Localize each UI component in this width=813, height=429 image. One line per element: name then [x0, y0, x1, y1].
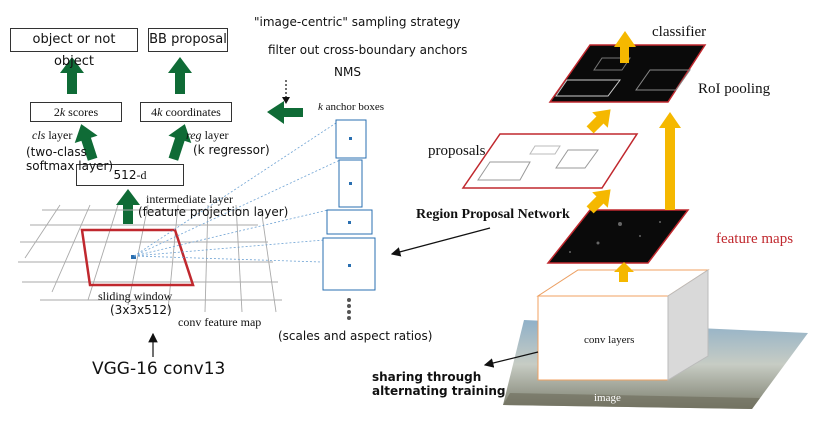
scores-num: 2 [53, 105, 60, 119]
sharing-arrow [483, 351, 539, 368]
arrow-512d-to-cls [74, 124, 98, 161]
image-label: image [594, 392, 621, 404]
bb-proposal-box: BB proposal [148, 28, 228, 52]
feature-map-grid [18, 204, 282, 313]
sliding-window [80, 228, 195, 287]
feature-maps-label: feature maps [716, 231, 794, 247]
arrow-coords-to-bb [168, 57, 192, 94]
cls-note-2: softmax layer) [26, 159, 114, 173]
scores-box: 2k scores [30, 102, 122, 122]
scales-caption: (scales and aspect ratios) [278, 329, 433, 343]
sampling-line-1: "image-centric" sampling strategy [254, 15, 461, 29]
proposals-label: proposals [428, 143, 486, 159]
feature-map-caption: conv feature map [178, 315, 262, 329]
window-center [131, 255, 136, 259]
arrow-window-to-512d [116, 189, 140, 224]
sliding-note: (3x3x512) [110, 303, 172, 317]
coords-num: 4 [151, 105, 158, 119]
proposals-plane [461, 133, 639, 189]
feature-dots [569, 221, 661, 253]
roi-label: RoI pooling [698, 81, 771, 97]
cls-caption: cls layer [32, 129, 72, 141]
anchor-rest: anchor boxes [322, 101, 384, 113]
cls-italic: cls [32, 128, 46, 142]
projection-lines [133, 122, 341, 263]
roi-plane [548, 44, 707, 103]
intermediate-main: 512 [113, 168, 137, 182]
vertical-ellipsis [347, 298, 351, 320]
vgg-label: VGG-16 conv13 [92, 359, 226, 379]
sampling-line-2: filter out cross-boundary anchors [268, 43, 468, 57]
intermediate-box: 512-d [76, 164, 184, 186]
scores-suffix: scores [65, 105, 99, 119]
intermediate-caption: intermediate layer [146, 192, 233, 206]
reg-caption: reg layer [186, 129, 229, 141]
arrow-512d-to-reg [168, 124, 192, 161]
intermediate-note: (feature projection layer) [138, 205, 289, 219]
intermediate-suffix: -d [136, 168, 147, 182]
conv-layers-label: conv layers [584, 334, 635, 346]
coords-k: k [157, 105, 163, 119]
classifier-label: classifier [652, 24, 707, 40]
bb-proposal-label: BB proposal [149, 32, 227, 47]
anchor-centers [348, 137, 352, 267]
reg-note: (k regressor) [193, 143, 270, 157]
reg-italic: reg [186, 128, 202, 142]
anchor-k: k [318, 101, 323, 113]
sharing-line-2: alternating training [372, 384, 506, 398]
rpn-arrow [390, 227, 491, 257]
scores-k: k [59, 105, 66, 119]
arrow-left-to-coords [267, 101, 303, 124]
sliding-caption: sliding window [98, 289, 173, 303]
feature-maps-plane [546, 209, 690, 264]
sampling-line-3: NMS [334, 65, 361, 79]
gold-arrows [586, 31, 681, 282]
rpn-label: Region Proposal Network [416, 207, 570, 222]
objectness-box: object or not object [10, 28, 138, 69]
arrow-scores-to-objectness [60, 57, 84, 94]
coords-box: 4k coordinates [140, 102, 232, 122]
sharing-line-1: sharing through [372, 370, 482, 384]
anchor-caption: k anchor boxes [318, 102, 384, 113]
conv-box-front [537, 295, 669, 381]
coords-suffix: coordinates [162, 105, 221, 119]
green-arrows [60, 57, 303, 224]
reg-rest: layer [201, 128, 229, 142]
objectness-label: object or not object [32, 32, 116, 69]
cls-note: (two-class [26, 145, 87, 159]
cls-rest: layer [45, 128, 73, 142]
